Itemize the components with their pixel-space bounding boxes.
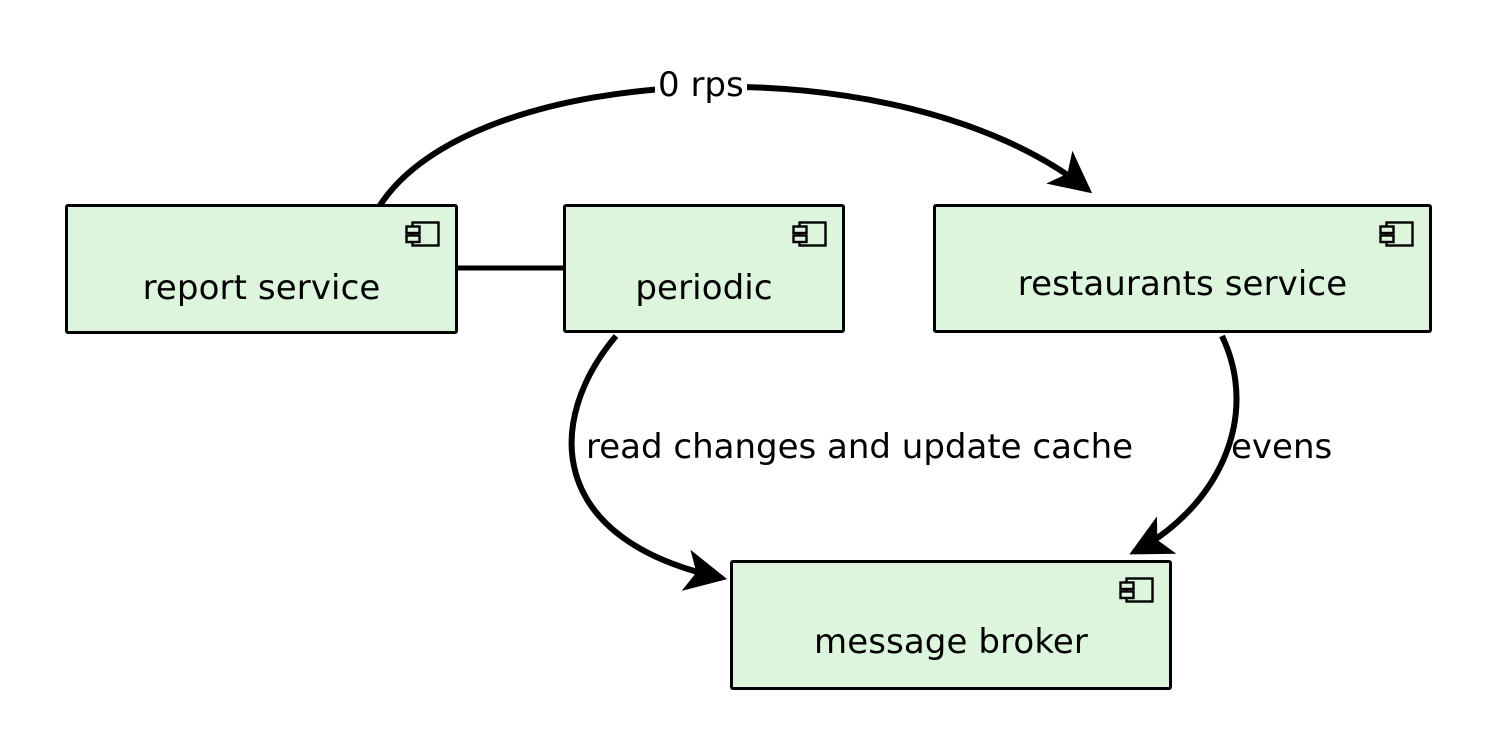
component-label-message-broker: message broker xyxy=(814,622,1088,662)
uml-component-icon xyxy=(405,221,440,247)
edge-restaurants-service-to-message-broker xyxy=(1129,334,1240,555)
uml-component-icon xyxy=(1119,577,1154,603)
component-restaurants-service[interactable]: restaurants service xyxy=(933,204,1432,333)
edge-label-evens: evens xyxy=(1231,427,1333,467)
edge-label-0-rps: 0 rps xyxy=(655,68,747,102)
component-periodic[interactable]: periodic xyxy=(563,204,845,333)
component-report-service[interactable]: report service xyxy=(65,204,458,334)
component-label-report-service: report service xyxy=(142,268,381,308)
uml-component-icon xyxy=(1379,221,1414,247)
uml-component-icon xyxy=(792,221,827,247)
component-message-broker[interactable]: message broker xyxy=(730,560,1172,690)
component-label-periodic: periodic xyxy=(635,268,773,308)
edge-label-read-changes-and-update-cache: read changes and update cache xyxy=(586,427,1134,467)
component-label-restaurants-service: restaurants service xyxy=(1017,264,1348,304)
